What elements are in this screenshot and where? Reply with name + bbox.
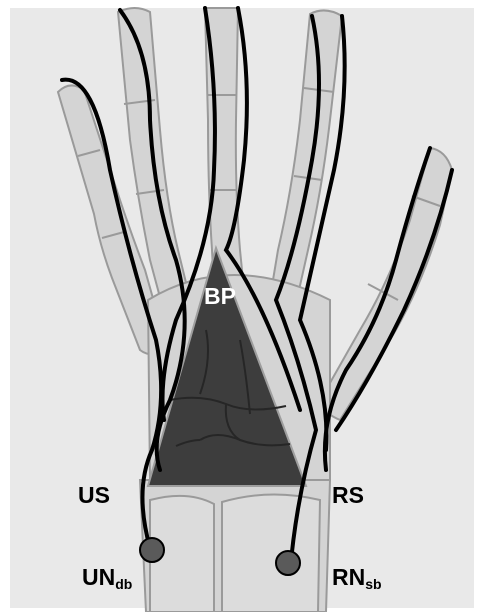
label-un-sub: db: [115, 576, 132, 592]
radius: [222, 494, 320, 612]
ulnar-nerve-marker: [140, 538, 164, 562]
label-us: US: [78, 484, 110, 507]
label-bp: BP: [204, 285, 236, 308]
label-rn-sub: sb: [365, 576, 381, 592]
label-rs: RS: [332, 484, 364, 507]
label-rn: RNsb: [332, 566, 382, 591]
label-rn-main: RN: [332, 564, 365, 590]
radial-nerve-marker: [276, 551, 300, 575]
label-un-main: UN: [82, 564, 115, 590]
label-un: UNdb: [82, 566, 132, 591]
